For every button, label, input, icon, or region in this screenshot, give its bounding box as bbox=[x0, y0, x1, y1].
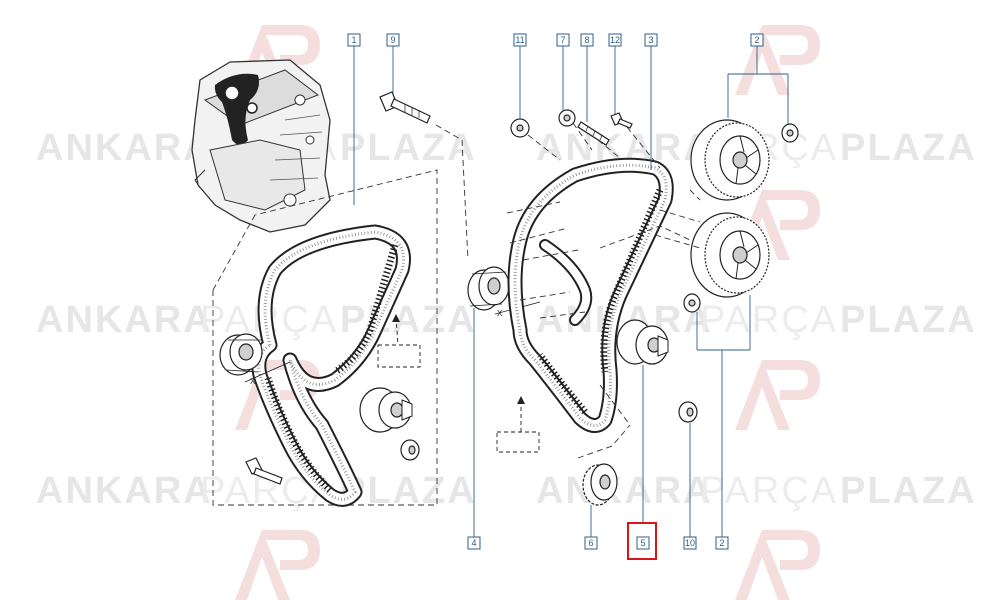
idler-pulley-left bbox=[219, 333, 263, 376]
watermark-logo bbox=[235, 530, 320, 600]
nut-left bbox=[400, 439, 420, 461]
watermark-text-parca: PARÇA bbox=[700, 299, 838, 341]
nut-11 bbox=[510, 118, 530, 138]
watermark-text-ankara: ANKARA bbox=[36, 299, 213, 341]
watermark-text-plaza: PLAZA bbox=[840, 470, 977, 512]
watermark-text-plaza: PLAZA bbox=[340, 127, 477, 169]
svg-text:2: 2 bbox=[754, 35, 759, 45]
watermark-text-parca: PARÇA bbox=[700, 470, 838, 512]
svg-text:2: 2 bbox=[719, 538, 724, 548]
callout-4[interactable]: 4 bbox=[467, 536, 481, 550]
x-marker-left: X bbox=[250, 377, 256, 386]
camshaft-pulley-upper bbox=[690, 119, 770, 201]
engine-block-illustration bbox=[191, 59, 331, 233]
watermark-logo bbox=[735, 530, 820, 600]
leader-lines bbox=[353, 46, 789, 537]
highlight-frame-callout-5 bbox=[627, 522, 657, 560]
svg-text:8: 8 bbox=[584, 35, 589, 45]
callout-1[interactable]: 1 bbox=[347, 33, 361, 47]
reference-box-center bbox=[496, 431, 540, 453]
stud-8 bbox=[577, 121, 610, 146]
callout-10[interactable]: 10 bbox=[683, 536, 697, 550]
svg-text:11: 11 bbox=[515, 35, 524, 45]
crank-sprocket-6 bbox=[582, 463, 618, 506]
svg-text:12: 12 bbox=[610, 35, 620, 45]
callout-7[interactable]: 7 bbox=[556, 33, 570, 47]
callout-5[interactable]: 5 bbox=[636, 536, 650, 550]
tensioner-left bbox=[359, 387, 413, 433]
x-marker-right: X bbox=[497, 309, 503, 318]
camshaft-pulley-lower bbox=[690, 212, 770, 298]
watermark-text-plaza: PLAZA bbox=[840, 127, 977, 169]
nut-2-lower bbox=[683, 293, 701, 313]
watermark-logo bbox=[735, 25, 820, 95]
callout-12[interactable]: 12 bbox=[608, 33, 622, 47]
svg-text:7: 7 bbox=[560, 35, 565, 45]
bolt-12 bbox=[610, 112, 633, 129]
callout-9[interactable]: 9 bbox=[386, 33, 400, 47]
tensioner-5 bbox=[616, 319, 669, 365]
watermark-layer: ANKARA PARÇA PLAZA ANKARA PARÇA PLAZA AN… bbox=[36, 25, 977, 600]
svg-text:9: 9 bbox=[390, 35, 395, 45]
idler-pulley-center bbox=[467, 266, 510, 311]
reference-box-left bbox=[377, 344, 421, 368]
washer-7 bbox=[558, 109, 576, 127]
callout-3[interactable]: 3 bbox=[644, 33, 658, 47]
bolt-9 bbox=[379, 91, 431, 124]
center-assembly: X bbox=[467, 157, 691, 506]
watermark-text-ankara: ANKARA bbox=[36, 470, 213, 512]
left-assembly: X bbox=[212, 169, 438, 507]
watermark-text-plaza: PLAZA bbox=[340, 299, 477, 341]
watermark-text-plaza: PLAZA bbox=[840, 299, 977, 341]
watermark-text-ankara: ANKARA bbox=[536, 470, 713, 512]
watermark-text-ankara: ANKARA bbox=[36, 127, 213, 169]
washer-10 bbox=[678, 401, 698, 423]
watermark-logo bbox=[735, 360, 820, 430]
callout-6[interactable]: 6 bbox=[584, 536, 598, 550]
callout-8[interactable]: 8 bbox=[580, 33, 594, 47]
callout-2-top[interactable]: 2 bbox=[750, 33, 764, 47]
svg-text:3: 3 bbox=[648, 35, 653, 45]
svg-text:5: 5 bbox=[640, 538, 645, 548]
callout-11[interactable]: 11 bbox=[513, 33, 527, 47]
bolt-left-lower bbox=[245, 457, 283, 485]
callout-2-bottom[interactable]: 2 bbox=[715, 536, 729, 550]
nut-2-upper bbox=[781, 123, 799, 143]
svg-text:10: 10 bbox=[685, 538, 695, 548]
svg-text:6: 6 bbox=[588, 538, 593, 548]
svg-text:1: 1 bbox=[351, 35, 356, 45]
svg-text:4: 4 bbox=[471, 538, 476, 548]
